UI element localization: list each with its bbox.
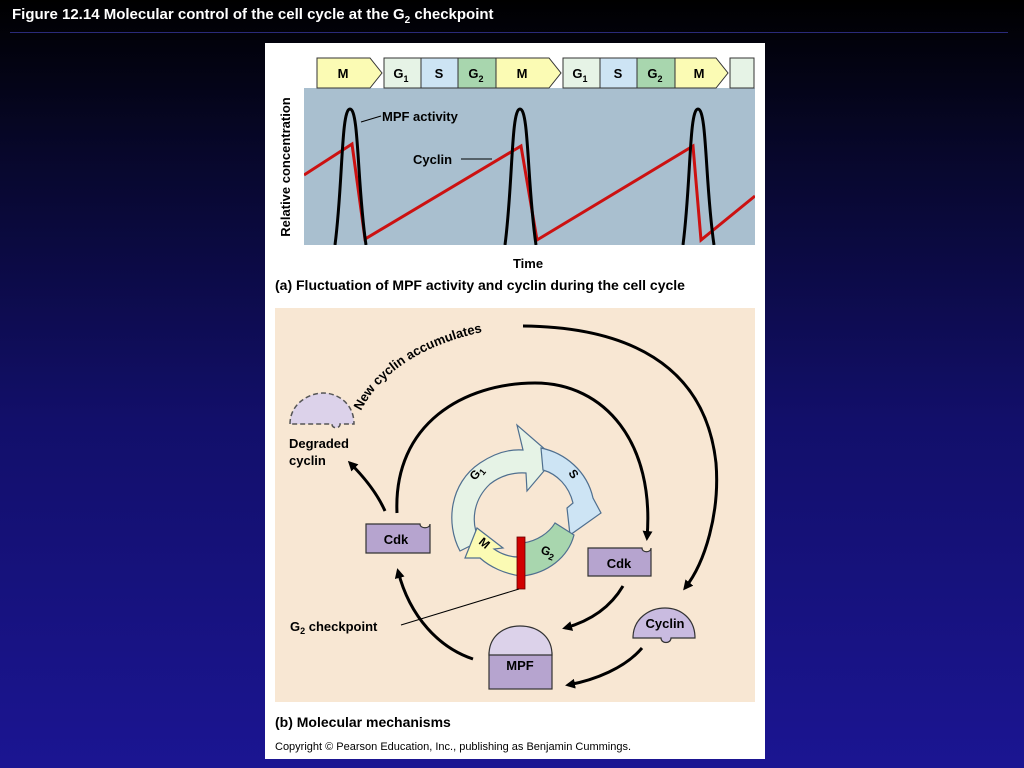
panel-a: M G1 S G2 M G1 S G2 M MPF activity Cycli…: [275, 57, 755, 293]
phase-label-S-1: S: [435, 66, 444, 81]
phase-label-G2-1: G2: [468, 66, 483, 84]
g2-checkpoint-label: G2 checkpoint: [290, 619, 378, 636]
phase-label-G2-2: G2: [647, 66, 662, 84]
cyclin-curve: [304, 141, 755, 243]
new-cyclin-outer-arrow: [522, 324, 719, 591]
panel-b: New cyclin accumulates Degraded cyclin C…: [275, 308, 755, 730]
phase-G1-2: [562, 57, 601, 89]
mpf-activity-label: MPF activity: [382, 109, 459, 124]
cdk-left-label: Cdk: [384, 532, 409, 547]
cyclin-shape-label: Cyclin: [645, 616, 684, 631]
cdk-recycle-arrow: [395, 381, 653, 541]
degraded-cyclin-label: Degraded cyclin: [289, 436, 353, 468]
cell-cycle-ring: G1 S G2 M: [451, 423, 602, 577]
phase-M-2: [495, 57, 562, 89]
cdk-right-label: Cdk: [607, 556, 632, 571]
cyclin-shape: [632, 607, 696, 644]
y-axis-label: Relative concentration: [278, 97, 293, 236]
cdk-left-shape: [365, 523, 431, 554]
phase-label-M-3: M: [694, 66, 705, 81]
copyright-text: Copyright © Pearson Education, Inc., pub…: [275, 741, 631, 753]
phase-label-M-1: M: [338, 66, 349, 81]
title-divider: [10, 32, 1008, 33]
figure-panel: M G1 S G2 M G1 S G2 M MPF activity Cycli…: [265, 43, 765, 759]
mpf-label: MPF: [506, 658, 534, 673]
checkpoint-leader-line: [400, 588, 520, 626]
mpf-activity-curve: [333, 107, 716, 245]
phase-label-G1-2: G1: [572, 66, 587, 84]
cdk-right-shape: [587, 547, 652, 577]
x-axis-label: Time: [513, 256, 543, 271]
phase-label-S-2: S: [614, 66, 623, 81]
phase-S-1: [420, 57, 459, 89]
slide-title: Figure 12.14 Molecular control of the ce…: [12, 6, 494, 26]
phase-M-3: [674, 57, 729, 89]
panel-b-caption: (b) Molecular mechanisms: [275, 714, 451, 730]
mpf-leader-line: [360, 115, 382, 123]
cdk-to-mpf-arrow: [562, 585, 625, 631]
phase-G2-2: [636, 57, 676, 89]
phase-bar: M G1 S G2 M G1 S G2 M: [316, 57, 755, 89]
phase-G2-1: [457, 57, 497, 89]
cyclin-label: Cyclin: [413, 152, 452, 167]
phase-label-M-2: M: [517, 66, 528, 81]
degraded-cyclin-shape: [289, 392, 355, 429]
cycle-m-segment: [464, 527, 522, 577]
mpf-cdk-base: [488, 652, 553, 690]
cyclin-to-mpf-arrow: [565, 647, 644, 689]
mpf-complex: MPF: [488, 625, 553, 690]
cycle-g1-segment: [451, 423, 556, 552]
cycle-g2-label: G2: [538, 543, 557, 563]
mpf-cyclin-top: [488, 625, 553, 656]
phase-M-1: [316, 57, 383, 89]
degrade-arrow: [347, 460, 387, 512]
phase-blank: [729, 57, 755, 89]
mpf-to-cdk-arrow: [394, 568, 474, 661]
phase-G1-1: [383, 57, 422, 89]
panel-a-caption: (a) Fluctuation of MPF activity and cycl…: [275, 277, 685, 293]
phase-S-2: [599, 57, 638, 89]
phase-label-G1-1: G1: [393, 66, 408, 84]
g2-checkpoint-bar: [516, 536, 526, 590]
